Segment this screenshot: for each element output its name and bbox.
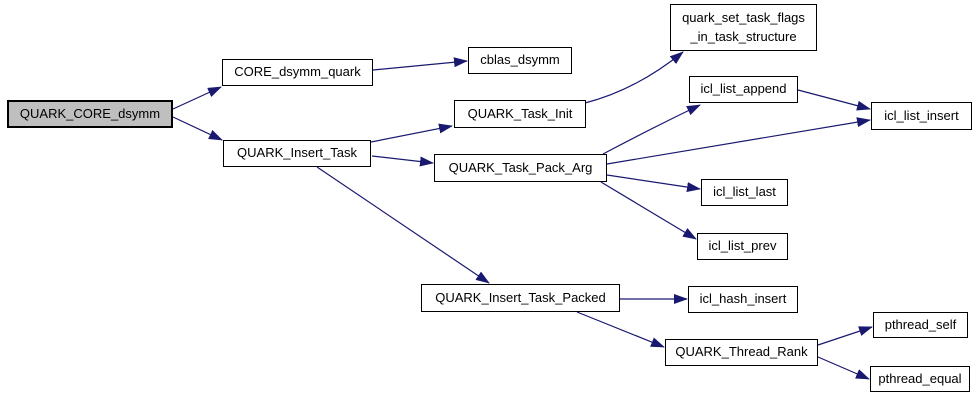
edge-quark-thread-rank-to-pthread-self [817, 326, 873, 346]
node-label: pthread_equal [878, 370, 962, 386]
edge-quark-task-pack-arg-to-icl-list-insert [606, 117, 871, 165]
node-label: QUARK_Task_Pack_Arg [448, 159, 593, 175]
node-icl-list-append[interactable]: icl_list_append [689, 76, 798, 103]
node-label: pthread_self [884, 316, 957, 332]
edge-quark-insert-task-to-quark-insert-task-packed [316, 166, 490, 284]
node-label: QUARK_Insert_Task_Packed [435, 289, 606, 305]
node-label: QUARK_CORE_dsymm [19, 105, 161, 121]
edge-quark-insert-task-to-quark-task-pack-arg [371, 155, 434, 167]
node-quark-insert-task[interactable]: QUARK_Insert_Task [223, 140, 371, 167]
node-quark-set-task-flags-in-task-structure[interactable]: quark_set_task_flags _in_task_structure [670, 4, 817, 51]
node-icl-list-insert[interactable]: icl_list_insert [871, 102, 972, 130]
node-label: icl_list_insert [884, 107, 959, 123]
edge-quark-thread-rank-to-pthread-equal [817, 356, 870, 380]
edge-quark-task-pack-arg-to-icl-list-prev [600, 181, 697, 240]
node-quark-thread-rank[interactable]: QUARK_Thread_Rank [665, 339, 818, 366]
node-label: icl_hash_insert [699, 291, 787, 307]
edge-quark-task-init-to-quark-set-task-flags-in-task-structure [584, 51, 684, 104]
node-label: icl_list_append [700, 81, 787, 97]
node-pthread-equal[interactable]: pthread_equal [870, 366, 970, 392]
node-icl-list-prev[interactable]: icl_list_prev [697, 233, 788, 260]
node-label: QUARK_Thread_Rank [675, 344, 808, 360]
node-icl-list-last[interactable]: icl_list_last [701, 179, 788, 206]
edge-icl-list-append-to-icl-list-insert [797, 89, 871, 111]
node-label: cblas_dsymm [480, 52, 560, 68]
node-label: CORE_dsymm_quark [234, 64, 361, 80]
edge-quark-insert-task-packed-to-quark-thread-rank [576, 311, 665, 348]
node-label: icl_list_prev [708, 238, 777, 254]
node-quark-core-dsymm: QUARK_CORE_dsymm [7, 100, 173, 128]
node-cblas-dsymm[interactable]: cblas_dsymm [468, 47, 572, 74]
edge-quark-task-pack-arg-to-icl-list-last [606, 174, 701, 193]
edge-core-dsymm-quark-to-cblas-dsymm [372, 57, 468, 71]
node-quark-task-init[interactable]: QUARK_Task_Init [454, 100, 586, 128]
node-pthread-self[interactable]: pthread_self [873, 312, 968, 338]
node-quark-task-pack-arg[interactable]: QUARK_Task_Pack_Arg [434, 154, 607, 182]
node-icl-hash-insert[interactable]: icl_hash_insert [688, 286, 798, 313]
node-quark-insert-task-packed[interactable]: QUARK_Insert_Task_Packed [421, 284, 620, 312]
edge-quark-core-dsymm-to-core-dsymm-quark [172, 86, 222, 110]
node-label: quark_set_task_flags _in_task_structure [682, 10, 805, 44]
node-core-dsymm-quark[interactable]: CORE_dsymm_quark [222, 59, 373, 86]
edge-quark-insert-task-to-quark-task-init [370, 123, 453, 143]
edge-quark-task-pack-arg-to-icl-list-append [602, 104, 701, 155]
node-label: QUARK_Task_Init [467, 105, 573, 121]
node-label: QUARK_Insert_Task [237, 145, 357, 161]
edge-quark-core-dsymm-to-quark-insert-task [172, 116, 223, 141]
node-label: icl_list_last [713, 184, 776, 200]
